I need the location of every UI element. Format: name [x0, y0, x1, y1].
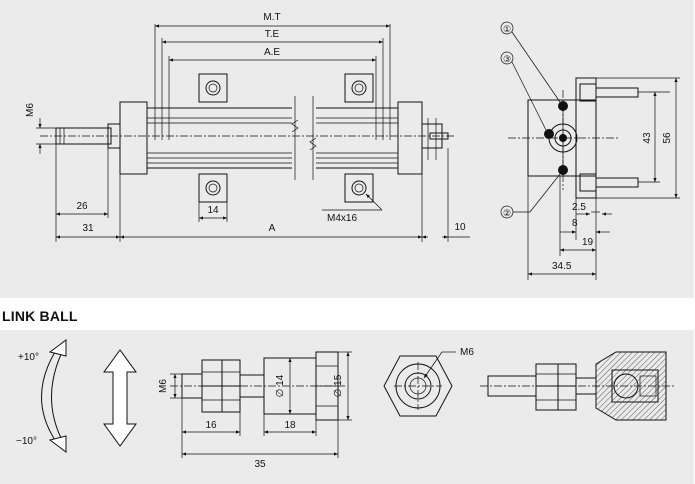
axial-float-arrow-icon	[103, 349, 137, 447]
dim-26: 26	[76, 201, 88, 212]
dim-10: 10	[454, 222, 466, 233]
right-end-cap	[397, 101, 423, 175]
dim-31: 31	[82, 223, 94, 234]
dim-a: A	[269, 223, 276, 234]
dim-35: 35	[254, 459, 266, 470]
dim-56: 56	[662, 132, 673, 144]
cylinder-front-view: M.T T.E A.E M6 26 31	[25, 12, 470, 242]
dim-16: 16	[205, 420, 217, 431]
angle-minus10: −10°	[16, 436, 37, 447]
mounting-bracket	[344, 173, 374, 203]
dim-m6: M6	[25, 103, 36, 117]
callout-3: ③	[503, 54, 511, 64]
dim-m6-stud: M6	[158, 379, 169, 393]
dim-14: 14	[207, 205, 219, 216]
dim-18: 18	[284, 420, 296, 431]
hex-nut	[535, 363, 559, 411]
angle-plus10: +10°	[18, 352, 39, 363]
dim-te: T.E	[265, 29, 280, 40]
dim-43: 43	[642, 132, 653, 144]
tie-rod-bolt	[595, 177, 639, 188]
rotate-arrow-down-icon	[48, 435, 67, 453]
tie-rod-bolt	[595, 87, 639, 98]
dim-19: 19	[582, 237, 594, 248]
dim-2-5: 2.5	[572, 202, 586, 213]
section-title: LINK BALL	[2, 308, 78, 324]
port-3	[544, 129, 554, 139]
barrel	[146, 107, 399, 169]
left-end-cap	[119, 101, 148, 175]
rotate-arrow-up-icon	[48, 339, 67, 357]
callout-2: ②	[503, 208, 511, 218]
dim-phi15: ∅ 15	[333, 374, 344, 397]
dim-phi14: ∅ 14	[275, 374, 286, 397]
dim-34-5: 34.5	[552, 261, 572, 272]
dim-m4x16: M4x16	[327, 213, 357, 224]
hex-nut	[557, 363, 577, 411]
mounting-bracket	[344, 73, 374, 103]
hex-end-view	[383, 355, 453, 417]
dim-8: 8	[572, 218, 578, 229]
link-ball-views: +10° −10° M6 ∅ 14	[16, 339, 676, 470]
callout-1: ①	[503, 24, 511, 34]
mounting-bracket	[198, 173, 228, 203]
cylinder-side-view: ① ③ ② 43 56 2.5	[500, 21, 680, 280]
dim-ae: A.E	[264, 47, 280, 58]
dim-m6-thread: M6	[460, 347, 474, 358]
dim-mt: M.T	[263, 12, 280, 23]
mounting-bracket	[198, 73, 228, 103]
